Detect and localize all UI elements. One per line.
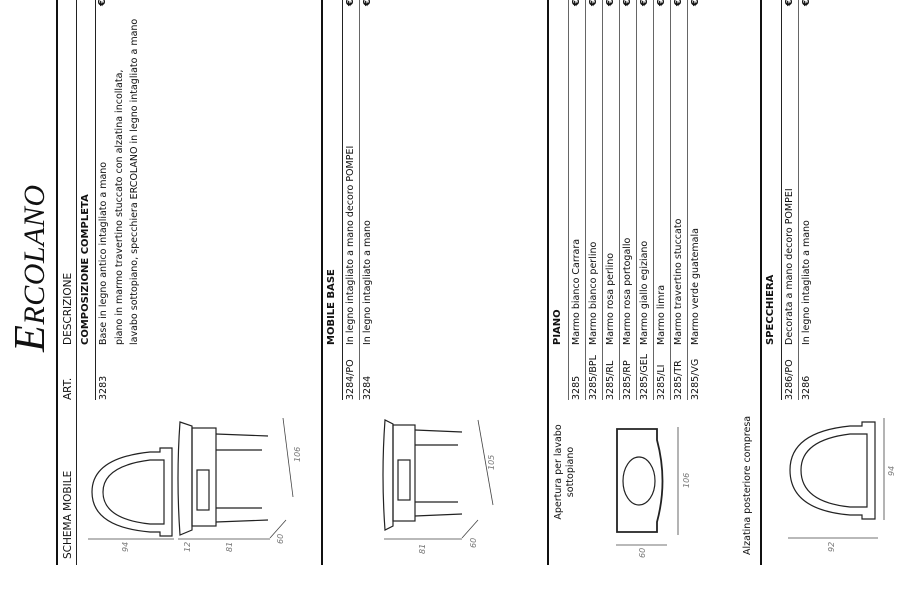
piano-note: Apertura per lavabo bbox=[553, 424, 564, 520]
article-code: 3285/VG bbox=[690, 358, 701, 400]
section-rule bbox=[760, 0, 762, 565]
marble-top-drawing bbox=[616, 427, 679, 546]
article-code: 3286 bbox=[801, 375, 812, 400]
price-euro: € bbox=[690, 0, 701, 6]
header-description: DESCRIZIONE bbox=[62, 272, 74, 345]
dim-label: 106 bbox=[293, 447, 302, 462]
row-divider bbox=[585, 0, 586, 400]
price-euro: € bbox=[656, 0, 667, 6]
article-code: 3284/PO bbox=[345, 359, 356, 400]
row-divider bbox=[619, 0, 620, 400]
composition-mirror-drawing bbox=[88, 447, 270, 540]
description: Decorata a mano decoro POMPEI bbox=[784, 188, 795, 345]
price-euro: € bbox=[345, 0, 356, 6]
price-euro: € bbox=[673, 0, 684, 6]
price-euro: € bbox=[362, 0, 373, 6]
header-top-rule bbox=[56, 0, 58, 565]
article-code: 3285/TR bbox=[673, 360, 684, 400]
dim-label: 94 bbox=[887, 466, 896, 476]
row-divider bbox=[602, 0, 603, 400]
description: Marmo verde guatemala bbox=[690, 228, 701, 345]
dim-label: 60 bbox=[469, 538, 478, 548]
dimension-labels: 94 12 81 60 106 81 60 105 60 106 92 94 bbox=[121, 447, 896, 558]
description: Marmo giallo egiziano bbox=[639, 240, 650, 345]
section-rule bbox=[321, 0, 323, 565]
header-schema: SCHEMA MOBILE bbox=[62, 470, 74, 559]
header-art: ART. bbox=[62, 377, 74, 400]
row-divider bbox=[359, 0, 360, 400]
description: Marmo rosa portogallo bbox=[622, 237, 633, 345]
dim-label: 12 bbox=[183, 542, 192, 552]
row-divider bbox=[653, 0, 654, 400]
article-code: 3285/BPL bbox=[588, 355, 599, 400]
dim-label: 92 bbox=[827, 542, 836, 552]
collection-title: ERCOLANO bbox=[5, 184, 55, 352]
description-line: Base in legno antico intagliato a mano bbox=[98, 161, 109, 345]
dim-label: 81 bbox=[418, 544, 427, 554]
composition-vanity-drawing bbox=[177, 417, 294, 539]
description: Marmo rosa perlino bbox=[605, 252, 616, 345]
article-code: 3283 bbox=[98, 375, 109, 400]
price-euro: € bbox=[605, 0, 616, 6]
description: Marmo travertino stuccato bbox=[673, 218, 684, 345]
price-euro: € bbox=[801, 0, 812, 6]
price-euro: € bbox=[639, 0, 650, 6]
price-euro: € bbox=[622, 0, 633, 6]
article-code: 3285/RP bbox=[622, 360, 633, 400]
dim-label: 105 bbox=[487, 455, 496, 470]
article-code: 3285/RL bbox=[605, 360, 616, 400]
row-divider bbox=[568, 0, 569, 400]
price-euro: € bbox=[588, 0, 599, 6]
description: In legno intagliato a mano bbox=[362, 220, 373, 345]
section-title-piano: PIANO bbox=[552, 309, 563, 345]
header-bottom-rule bbox=[76, 0, 77, 565]
divider bbox=[95, 0, 96, 400]
divider bbox=[781, 0, 782, 400]
title-initial: E bbox=[5, 324, 54, 352]
divider bbox=[342, 0, 343, 400]
dim-label: 60 bbox=[638, 548, 647, 558]
title-rest: RCOLANO bbox=[18, 184, 51, 325]
description-line: lavabo sottopiano, specchiera ERCOLANO i… bbox=[129, 18, 140, 345]
description: Marmo bianco perlino bbox=[588, 241, 599, 345]
description: In legno intagliato a mano bbox=[801, 220, 812, 345]
article-code: 3285/LI bbox=[656, 364, 667, 400]
article-code: 3284 bbox=[362, 375, 373, 400]
article-code: 3285 bbox=[571, 375, 582, 400]
base-cabinet-drawing bbox=[382, 419, 494, 540]
section-rule bbox=[547, 0, 549, 565]
dim-label: 106 bbox=[682, 473, 691, 488]
dim-label: 60 bbox=[276, 534, 285, 544]
specchiera-note: Alzatina posteriore compresa bbox=[742, 415, 753, 555]
piano-note: sottopiano bbox=[565, 446, 576, 498]
price-euro: € bbox=[571, 0, 582, 6]
price-euro: € bbox=[784, 0, 795, 6]
description-line: piano in marmo travertino stuccato con a… bbox=[114, 69, 125, 345]
section-title-composizione: COMPOSIZIONE COMPLETA bbox=[80, 194, 91, 345]
row-divider bbox=[636, 0, 637, 400]
article-code: 3286/PO bbox=[784, 359, 795, 400]
dim-label: 81 bbox=[225, 542, 234, 552]
row-divider bbox=[798, 0, 799, 400]
row-divider bbox=[687, 0, 688, 400]
section-title-specchiera: SPECCHIERA bbox=[765, 274, 776, 345]
description: Marmo limra bbox=[656, 284, 667, 345]
mirror-drawing bbox=[788, 418, 885, 539]
section-title-mobile-base: MOBILE BASE bbox=[326, 269, 337, 345]
row-divider bbox=[670, 0, 671, 400]
article-code: 3285/GEL bbox=[639, 353, 650, 400]
price-euro: € bbox=[97, 0, 108, 6]
description: Marmo bianco Carrara bbox=[571, 238, 582, 345]
description: In legno intagliato a mano decoro POMPEI bbox=[345, 145, 356, 345]
dim-label: 94 bbox=[121, 542, 130, 552]
